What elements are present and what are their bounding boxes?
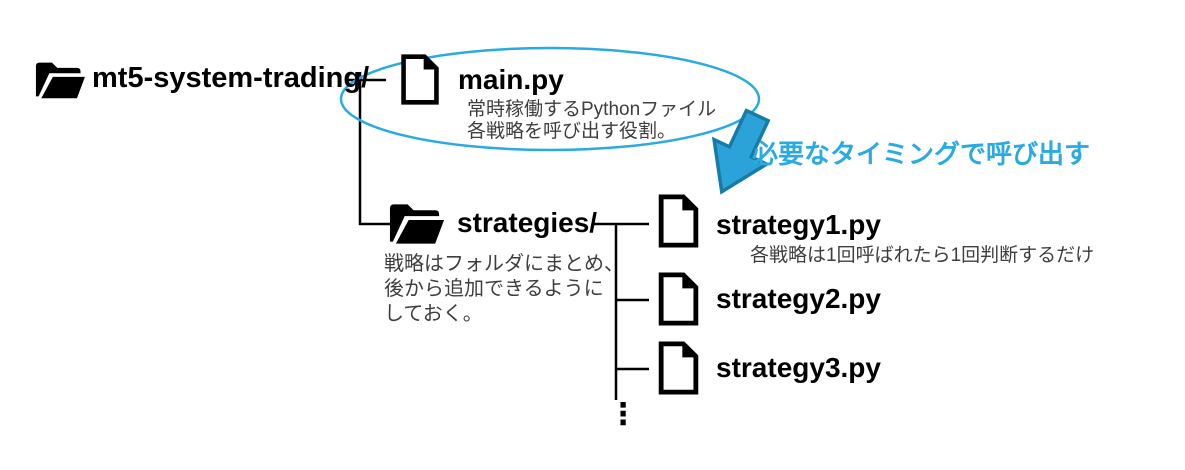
file-icon	[658, 341, 699, 395]
call-arrow-icon	[711, 108, 771, 195]
folder-open-icon	[35, 62, 85, 99]
file-icon	[401, 54, 439, 105]
main-file-caption-line1: 常時稼働するPythonファイル	[467, 99, 717, 120]
strategies-caption-line1: 戦略はフォルダにまとめ、	[384, 253, 624, 275]
strategies-caption-line3: しておく。	[384, 303, 483, 325]
root-folder-label: mt5-system-trading/	[92, 62, 370, 94]
strategy2-file-label: strategy2.py	[716, 283, 881, 314]
strategies-caption-line2: 後から追加できるように	[384, 278, 604, 300]
main-file-label: main.py	[458, 64, 564, 95]
strategies-folder-caption: 戦略はフォルダにまとめ、 後から追加できるように しておく。	[384, 252, 624, 327]
strategy3-file-label: strategy3.py	[716, 352, 881, 383]
highlight-ellipse	[339, 46, 761, 152]
strategy1-file-caption: 各戦略は1回呼ばれたら1回判断するだけ	[750, 245, 1095, 266]
strategy1-file-label: strategy1.py	[716, 209, 881, 240]
main-file-caption: 常時稼働するPythonファイル 各戦略を呼び出す役割。	[467, 99, 716, 143]
main-file-caption-line2: 各戦略を呼び出す役割。	[467, 121, 677, 142]
strategies-folder-label: strategies/	[457, 207, 598, 238]
folder-open-icon	[389, 204, 445, 244]
file-icon	[658, 194, 699, 248]
call-annotation-label: 必要なタイミングで呼び出す	[752, 139, 1091, 169]
more-files-indicator: ⋮	[608, 398, 638, 431]
file-icon	[658, 272, 699, 326]
